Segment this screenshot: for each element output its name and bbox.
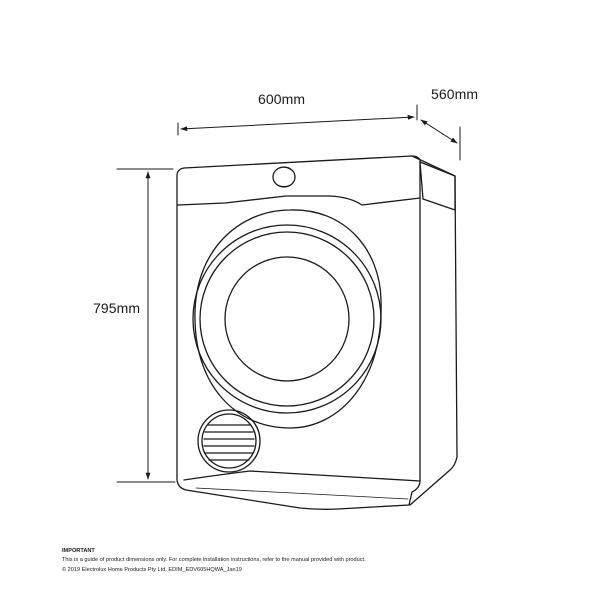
depth-dimension-line [420, 119, 461, 161]
drum-door [192, 209, 382, 429]
notes-copyright: © 2019 Electrolux Home Products Pty Ltd.… [62, 566, 242, 573]
base-line [183, 470, 421, 482]
notes-disclaimer: This is a guide of product dimensions on… [62, 557, 366, 564]
width-label: 600mm [258, 91, 306, 107]
dryer-front-face [176, 155, 421, 510]
notes-title: IMPORTANT [62, 548, 95, 554]
depth-label: 560mm [431, 86, 479, 102]
side-panel-top [419, 161, 456, 211]
dryer-outline [176, 155, 458, 510]
door-inner-ring [199, 231, 375, 407]
control-panel-edge [177, 195, 421, 206]
control-knob [272, 166, 296, 188]
door-glass [224, 256, 350, 382]
important-notes: IMPORTANT This is a guide of product dim… [62, 547, 582, 575]
vent-grille [197, 409, 261, 473]
dryer-side-face [409, 155, 458, 506]
width-dimension-line [177, 104, 418, 136]
height-label: 795mm [93, 300, 141, 316]
door-bezel [194, 209, 382, 429]
door-outer-ring [192, 224, 382, 414]
height-dimension-line [116, 168, 176, 483]
